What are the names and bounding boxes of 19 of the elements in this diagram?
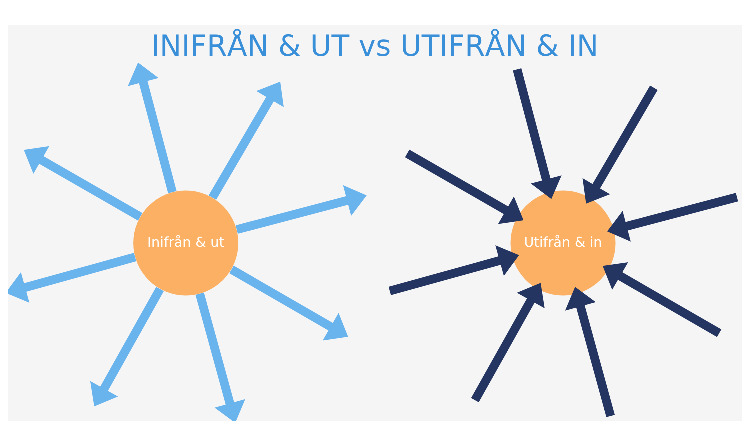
arrow xyxy=(607,192,738,242)
arrow xyxy=(582,85,658,204)
arrow xyxy=(565,286,616,417)
arrow xyxy=(602,262,722,337)
arrow xyxy=(128,62,177,194)
arrow xyxy=(196,292,246,420)
arrow xyxy=(8,252,136,303)
arrow xyxy=(405,149,524,224)
arrow xyxy=(513,68,562,199)
arrow xyxy=(388,245,520,295)
arrow xyxy=(208,81,284,200)
node-circle: Utifrån & in xyxy=(510,190,616,296)
node-circle: Inifrån & ut xyxy=(134,190,239,296)
arrow xyxy=(90,286,164,406)
arrow xyxy=(230,265,348,340)
arrow xyxy=(471,282,545,402)
diagram-title: INIFRÅN & UT vs UTIFRÅN & IN xyxy=(151,28,599,63)
arrow xyxy=(24,146,143,220)
arrow xyxy=(236,184,367,234)
